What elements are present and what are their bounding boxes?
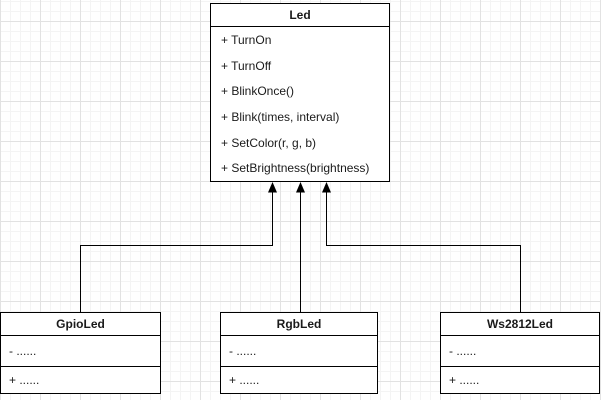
- inheritance-edge-gpioled-led[interactable]: [80, 182, 278, 312]
- class-attribute: - ......: [441, 336, 599, 367]
- class-method: + ......: [9, 373, 40, 387]
- class-method: + ......: [229, 373, 260, 387]
- class-method: + Blink(times, interval): [221, 109, 340, 124]
- class-title-ws2812led: Ws2812Led: [441, 313, 599, 336]
- class-attribute: - ......: [221, 336, 377, 367]
- class-box-rgbled[interactable]: RgbLed - ...... + ......: [220, 312, 378, 394]
- class-method: + TurnOn: [221, 32, 272, 47]
- inheritance-edge-rgbled-led[interactable]: [296, 182, 305, 312]
- class-methods-led: + TurnOn + TurnOff + BlinkOnce() + Blink…: [211, 27, 389, 181]
- class-method: + ......: [449, 373, 480, 387]
- arrowhead-rgbled: [296, 182, 305, 193]
- class-title-led: Led: [211, 4, 389, 27]
- class-method: + SetBrightness(brightness): [221, 161, 370, 176]
- class-box-gpioled[interactable]: GpioLed - ...... + ......: [0, 312, 161, 394]
- class-box-led[interactable]: Led + TurnOn + TurnOff + BlinkOnce() + B…: [210, 3, 390, 182]
- class-title-gpioled: GpioLed: [1, 313, 160, 336]
- class-method: + BlinkOnce(): [221, 84, 295, 99]
- class-box-ws2812led[interactable]: Ws2812Led - ...... + ......: [440, 312, 600, 394]
- arrowhead-ws2812led: [322, 182, 331, 193]
- class-title-rgbled: RgbLed: [221, 313, 377, 336]
- class-method: + SetColor(r, g, b): [221, 135, 317, 150]
- inheritance-edge-ws2812led-led[interactable]: [322, 182, 521, 312]
- class-attribute: - ......: [1, 336, 160, 367]
- class-method: + TurnOff: [221, 58, 272, 73]
- arrowhead-gpioled: [268, 182, 277, 193]
